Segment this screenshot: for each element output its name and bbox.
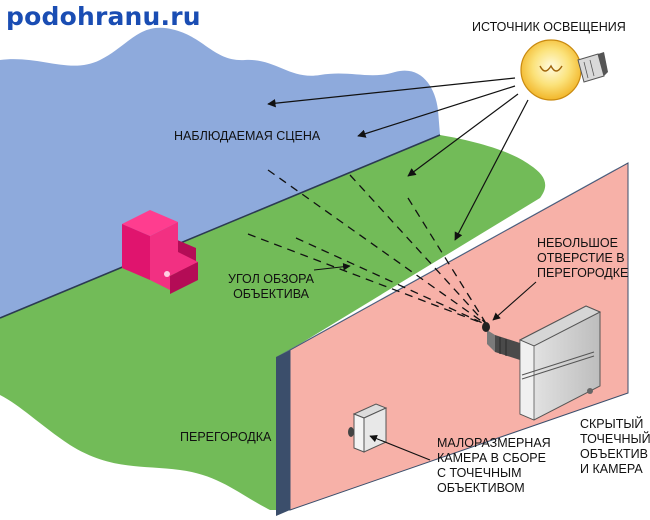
label-small-hole: НЕБОЛЬШОЕ ОТВЕРСТИЕ В ПЕРЕГОРОДКЕ [537,236,629,280]
site-brand: podohranu.ru [6,2,201,31]
partition-top-edge [276,163,628,357]
label-observed-scene: НАБЛЮДАЕМАЯ СЦЕНА [174,129,321,143]
view-angle-pointer [313,262,351,271]
chair-object [122,210,198,294]
scene-wall [0,27,440,319]
view-angle-lines [247,169,488,326]
scene-floor [0,135,546,510]
partition-edge [276,350,290,516]
hidden-camera [482,305,602,421]
light-bulb-icon [520,39,608,101]
label-view-angle: УГОЛ ОБЗОРА ОБЪЕКТИВА [228,272,315,301]
light-rays [267,77,529,241]
label-light-source: ИСТОЧНИК ОСВЕЩЕНИЯ [472,20,626,34]
label-mini-camera: МАЛОРАЗМЕРНАЯ КАМЕРА В СБОРЕ С ТОЧЕЧНЫМ … [437,436,551,495]
horizon-line [0,134,441,319]
label-partition: ПЕРЕГОРОДКА [180,430,272,444]
label-hidden-lens: СКРЫТЫЙ ТОЧЕЧНЫЙ ОБЪЕКТИВ И КАМЕРА [580,417,650,476]
hole-pointer [492,281,537,321]
mini-camera-pointer [369,434,431,461]
